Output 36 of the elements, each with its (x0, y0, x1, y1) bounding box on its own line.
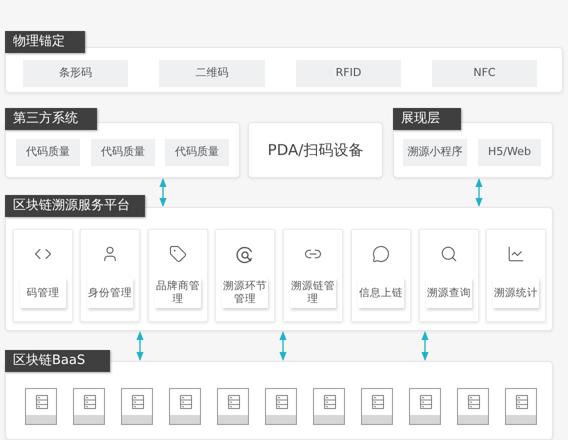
function-card (215, 229, 275, 322)
function-label: 溯源统计 (493, 278, 539, 308)
item-chip: 二维码 (159, 60, 265, 87)
function-label: 品牌商管理 (155, 278, 201, 308)
function-card (80, 229, 140, 322)
double-arrow (279, 331, 287, 361)
function-label: 溯源查询 (426, 278, 472, 308)
section-heading: 第三方系统 (5, 108, 97, 130)
section-heading: 区块链BaaS (5, 350, 110, 372)
function-card (13, 229, 73, 322)
device-box: PDA/扫码设备 (248, 122, 383, 178)
item-chip: 代码质量 (165, 139, 229, 166)
item-chip: RFID (296, 60, 401, 87)
function-card (351, 229, 411, 322)
double-arrow (136, 331, 144, 361)
section-heading: 物理锚定 (5, 31, 85, 53)
item-chip: NFC (432, 60, 537, 87)
function-card (419, 229, 479, 322)
function-label: 溯源环节管理 (222, 278, 268, 308)
function-label: 身份管理 (87, 278, 133, 308)
item-chip: H5/Web (478, 139, 541, 166)
function-label: 码管理 (20, 278, 66, 308)
item-chip: 条形码 (23, 60, 128, 87)
function-card (486, 229, 546, 322)
function-label: 溯源链管理 (290, 278, 336, 308)
item-chip: 代码质量 (91, 139, 155, 166)
function-label: 信息上链 (358, 278, 404, 308)
item-chip: 溯源小程序 (403, 139, 467, 166)
section-heading: 展现层 (393, 108, 461, 130)
section-heading: 区块链溯源服务平台 (5, 195, 145, 217)
function-card (283, 229, 343, 322)
double-arrow (159, 178, 167, 207)
item-chip: 代码质量 (16, 139, 80, 166)
function-card (148, 229, 208, 322)
double-arrow (475, 178, 483, 207)
double-arrow (421, 331, 429, 361)
